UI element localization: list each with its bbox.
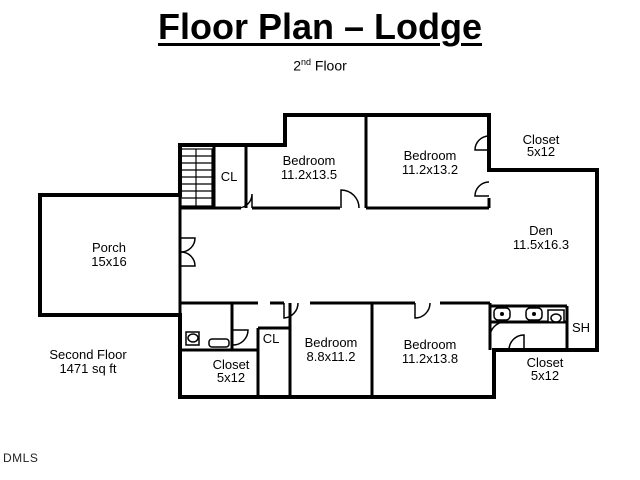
closet-left-name: Closet xyxy=(213,357,250,372)
page-subtitle: 2nd Floor xyxy=(0,57,640,74)
floor-ordinal-suffix: nd xyxy=(300,57,311,67)
cl-top-label: CL xyxy=(221,169,238,184)
bedroom3-name: Bedroom xyxy=(305,335,358,350)
bedroom1-dims: 11.2x13.5 xyxy=(281,167,337,182)
closet-left-dims: 5x12 xyxy=(217,370,245,385)
shower-label: SH xyxy=(572,320,590,335)
toilet-icon xyxy=(187,333,199,343)
bath-fixtures xyxy=(185,307,565,348)
closet-right-name: Closet xyxy=(527,355,564,370)
floor-summary-line1: Second Floor xyxy=(49,347,127,362)
fixture-drains xyxy=(500,312,536,316)
den-name: Den xyxy=(529,223,553,238)
bedroom1-name: Bedroom xyxy=(283,153,336,168)
closet-right-dims: 5x12 xyxy=(531,368,559,383)
sink-icon xyxy=(208,338,230,348)
closet-top-name: Closet xyxy=(523,132,560,147)
page-title: Floor Plan – Lodge xyxy=(157,6,483,47)
floor-label: Floor xyxy=(314,57,347,74)
bedroom2-name: Bedroom xyxy=(404,148,457,163)
closet-top-dims: 5x12 xyxy=(527,144,555,159)
porch-dims: 15x16 xyxy=(91,254,126,269)
door-swings xyxy=(180,135,525,351)
bedroom3-dims: 8.8x11.2 xyxy=(307,349,356,364)
stairs xyxy=(180,148,213,207)
floor-ordinal: 2 xyxy=(293,57,301,74)
den-dims: 11.5x16.3 xyxy=(513,237,569,252)
bedroom4-name: Bedroom xyxy=(404,337,457,352)
mls-watermark: DMLS xyxy=(3,451,39,465)
bedroom4-dims: 11.2x13.8 xyxy=(402,351,458,366)
toilet-bowl-right-icon xyxy=(550,313,562,323)
interior-walls xyxy=(178,115,569,397)
bedroom2-dims: 11.2x13.2 xyxy=(402,162,458,177)
cl-bottom-label: CL xyxy=(263,331,280,346)
porch-name: Porch xyxy=(92,240,126,255)
floor-summary-line2: 1471 sq ft xyxy=(59,361,116,376)
